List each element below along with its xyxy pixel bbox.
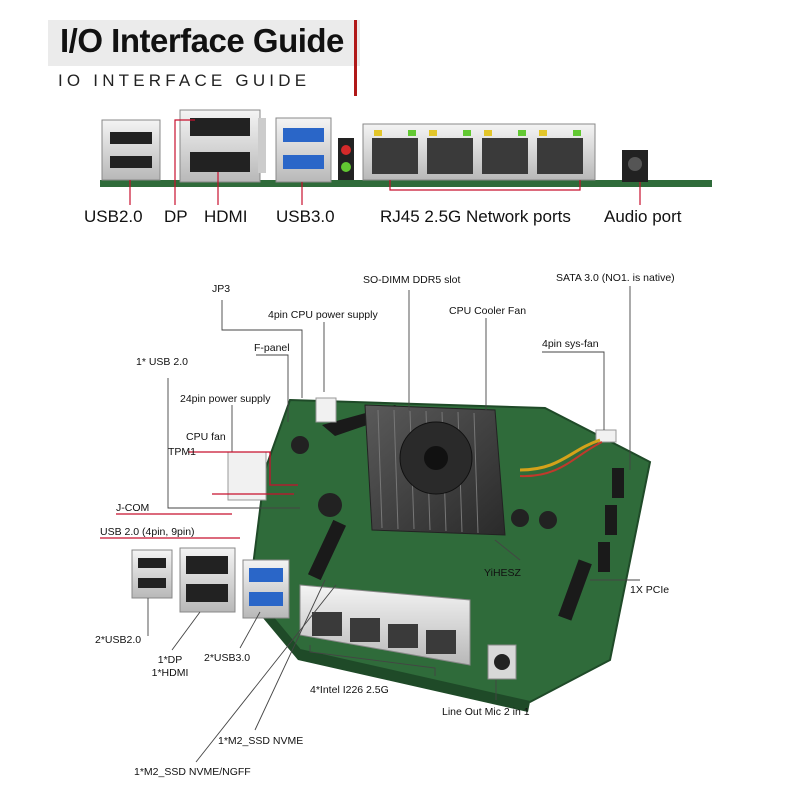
sata-port <box>612 468 624 498</box>
callout-yihesz: YiHESZ <box>484 567 521 579</box>
title-accent-bar <box>354 20 357 96</box>
callout-red-lines <box>100 451 298 539</box>
callout-hdmi: 1*HDMI <box>151 667 189 679</box>
callout-usb2-2: 2*USB2.0 <box>95 634 142 646</box>
io-usb2-port <box>101 119 161 181</box>
callout-cpufan: CPU fan <box>186 431 226 443</box>
page-title: I/O Interface Guide <box>60 22 344 59</box>
callout-cpu-power: 4pin CPU power supply <box>268 309 378 321</box>
callout-jcom: J-COM <box>116 502 150 514</box>
callout-pcie: 1X PCIe <box>630 584 670 596</box>
callout-sata: SATA 3.0 (NO1. is native) <box>556 272 675 284</box>
callout-tpm1: TPM1 <box>168 446 197 458</box>
io-dp-hdmi-port <box>179 109 266 183</box>
pcie-slot <box>558 559 592 621</box>
callout-dp: 1*DP <box>157 654 183 666</box>
io-strip-pcb <box>100 180 712 187</box>
io-rj45-ports <box>362 123 596 181</box>
callout-fpanel: F-panel <box>254 342 290 354</box>
sysfan-header <box>595 429 617 443</box>
callout-sodimm: SO-DIMM DDR5 slot <box>363 274 461 286</box>
m2-slot <box>307 519 347 581</box>
title-background <box>48 20 360 66</box>
io-strip <box>100 109 712 205</box>
io-label-hdmi: HDMI <box>204 207 248 226</box>
io-usb3-port <box>275 117 332 183</box>
callout-usb3-2: 2*USB3.0 <box>204 652 251 664</box>
callout-usb20-1: 1* USB 2.0 <box>136 356 188 368</box>
io-audio-port <box>622 150 648 182</box>
callout-lineout: Line Out Mic 2 in 1 <box>442 706 530 718</box>
callout-intel: 4*Intel I226 2.5G <box>310 684 389 696</box>
io-leader-lines <box>129 119 641 205</box>
cpu-power-4pin <box>315 397 337 423</box>
power-24pin <box>227 451 267 501</box>
io-label-audio: Audio port <box>604 207 682 226</box>
callout-m2-nvme: 1*M2_SSD NVME <box>218 735 304 747</box>
callout-power24: 24pin power supply <box>180 393 271 405</box>
io-label-rj45: RJ45 2.5G Network ports <box>380 207 571 226</box>
io-label-usb3: USB3.0 <box>276 207 335 226</box>
callout-jp3: JP3 <box>212 283 231 295</box>
board-usb2 <box>131 549 173 599</box>
page-subtitle: IO INTERFACE GUIDE <box>58 71 311 90</box>
motherboard <box>131 397 652 712</box>
callout-m2-ngff: 1*M2_SSD NVME/NGFF <box>134 766 251 778</box>
callout-usb20-pin: USB 2.0 (4pin, 9pin) <box>100 526 195 538</box>
callout-cpu-cooler: CPU Cooler Fan <box>449 305 527 317</box>
callout-leader-lines <box>147 286 640 763</box>
callout-sysfan: 4pin sys-fan <box>542 338 599 350</box>
io-label-usb2: USB2.0 <box>84 207 143 226</box>
io-label-dp: DP <box>164 207 188 226</box>
